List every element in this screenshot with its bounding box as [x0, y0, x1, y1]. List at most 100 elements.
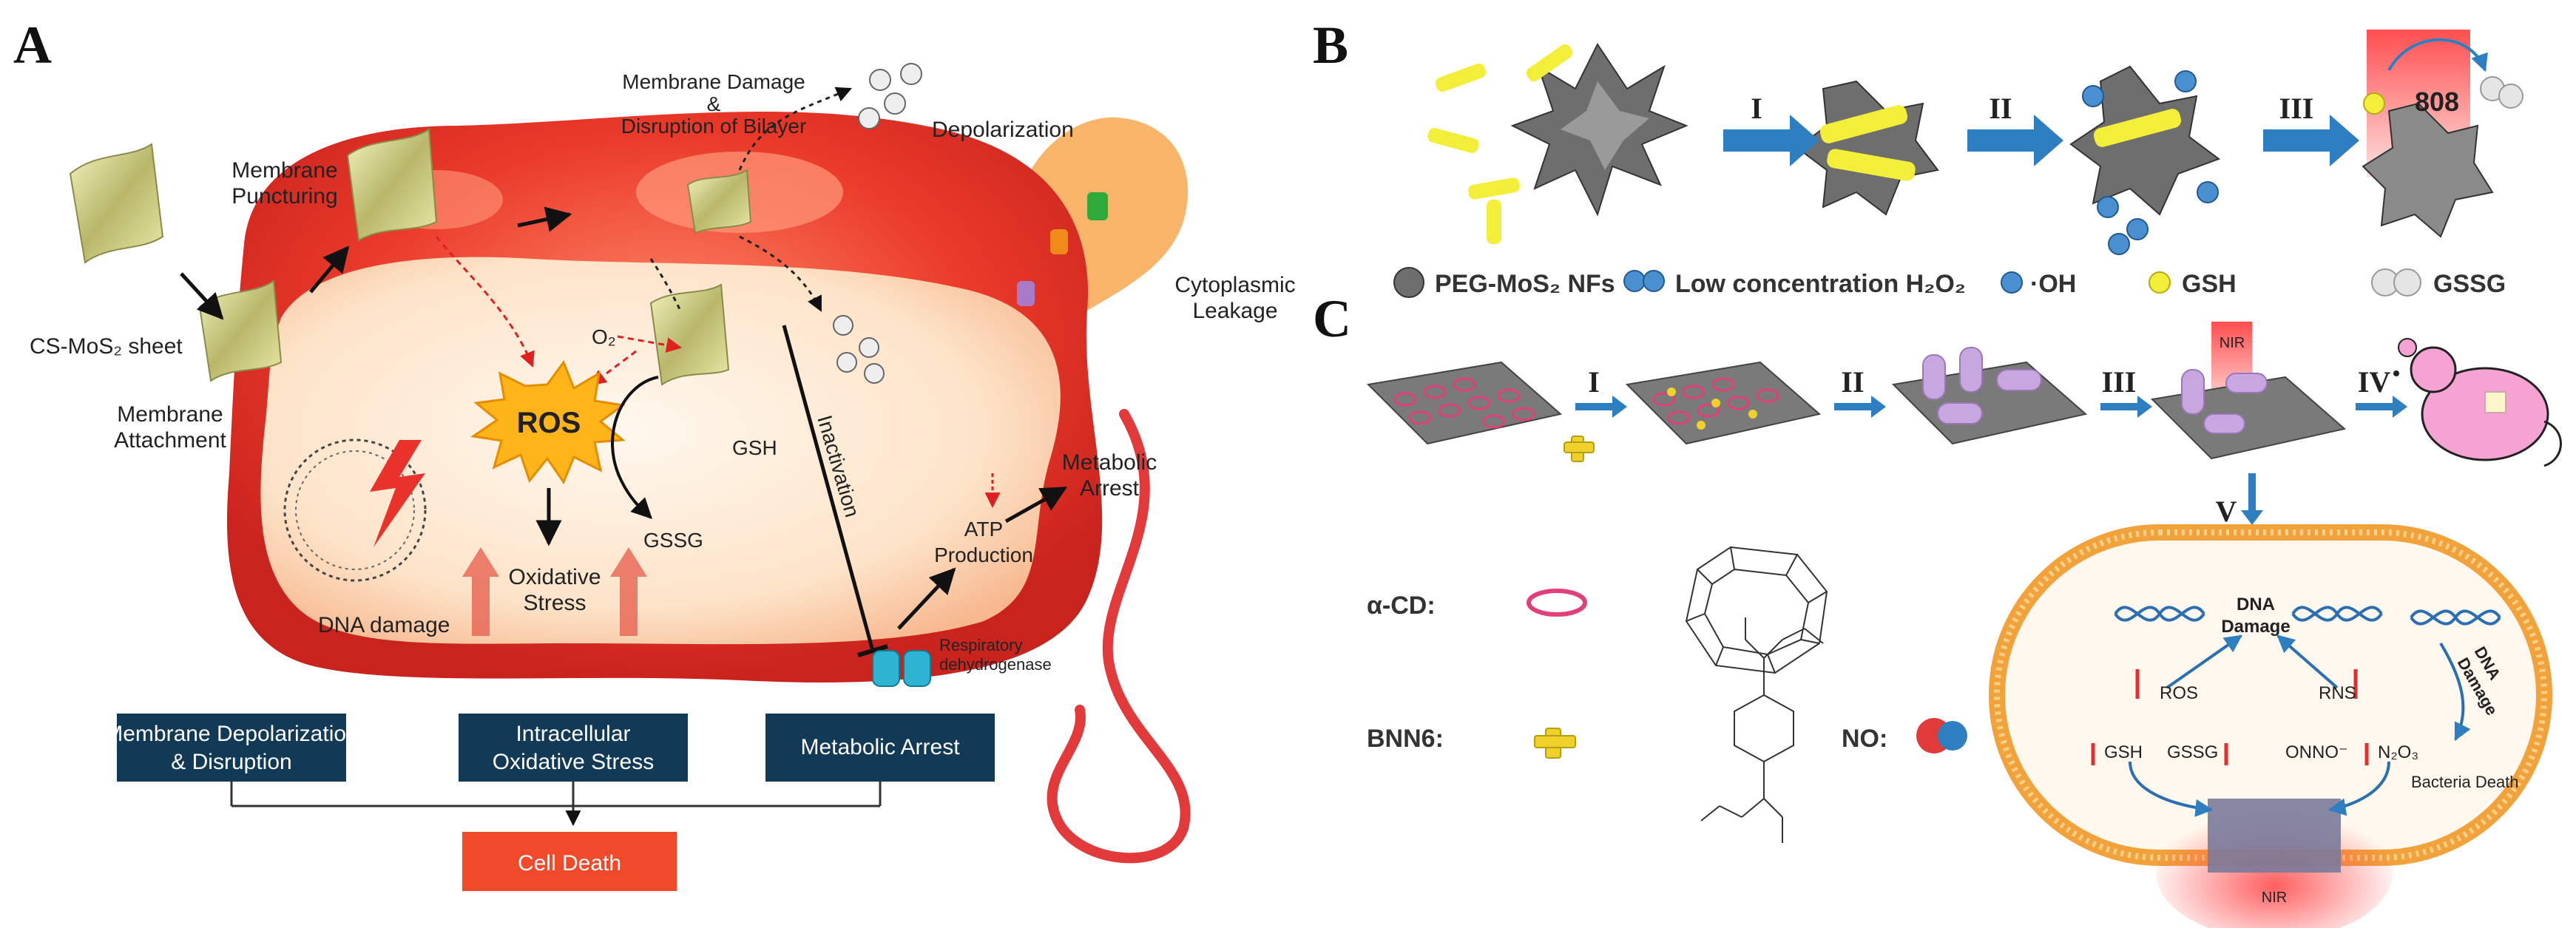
svg-text:PEG-MoS₂ NFs: PEG-MoS₂ NFs: [1435, 270, 1615, 298]
red-arrow-ros-1: [435, 236, 535, 368]
red-arrow-o2: [617, 335, 683, 353]
svg-text:ONNO⁻: ONNO⁻: [2285, 742, 2348, 762]
ions-depolarization: [858, 63, 922, 129]
arrow-damage: [517, 206, 572, 232]
legend-no: NO:: [1842, 725, 1887, 753]
svg-text:N₂O₃: N₂O₃: [2378, 742, 2418, 762]
leaked-molecules: [1017, 192, 1108, 306]
svg-text:Damage: Damage: [2221, 617, 2290, 637]
svg-text:Metabolic Arrest: Metabolic Arrest: [800, 735, 960, 759]
lightning-icon: [370, 440, 425, 547]
flagellum: [1047, 409, 1191, 864]
c-nir-label: NIR: [2220, 335, 2245, 351]
b-step-3: III: [2279, 92, 2314, 125]
outcome-box-membrane: Membrane Depolarization & Disruption: [104, 714, 359, 782]
c-sheet-1: [1366, 361, 1563, 445]
svg-text:·OH: ·OH: [2030, 270, 2076, 298]
label-gsh: GSH: [732, 436, 777, 459]
label-metabolic-arrest: Metabolic: [1062, 450, 1157, 475]
svg-text:ROS: ROS: [2160, 683, 2198, 703]
label-ros: ROS: [517, 407, 581, 439]
label-o2: O₂: [592, 325, 616, 348]
svg-text:& Disruption: & Disruption: [171, 750, 291, 774]
c-step-arrows: [1575, 396, 2407, 525]
svg-text:Disruption of Bilayer: Disruption of Bilayer: [621, 115, 807, 138]
panel-a-letter: A: [13, 16, 52, 75]
svg-text:Membrane Depolarization: Membrane Depolarization: [104, 722, 359, 746]
panel-b: B: [1313, 16, 2523, 298]
gssg-icon: [2371, 268, 2421, 297]
svg-text:&: &: [707, 92, 721, 115]
alpha-cd-icon: [1527, 589, 1587, 617]
legend-bnn6: BNN6:: [1367, 725, 1444, 753]
svg-text:GSH: GSH: [2104, 742, 2143, 762]
c-step-1: I: [1588, 365, 1600, 399]
svg-text:Puncturing: Puncturing: [231, 184, 337, 209]
label-respiratory: Respiratory: [939, 636, 1022, 654]
svg-text:Cell Death: Cell Death: [518, 851, 621, 875]
svg-text:Attachment: Attachment: [114, 428, 226, 453]
arrow-atp: [897, 567, 956, 630]
label-gssg: GSSG: [643, 529, 703, 552]
c-step-4: IV: [2358, 365, 2391, 399]
panel-c-letter: C: [1313, 289, 1351, 348]
c-sheet-2: [1625, 361, 1822, 445]
svg-text:Bacteria Death: Bacteria Death: [2411, 773, 2519, 791]
mouse-icon: [2393, 338, 2562, 467]
b-step-arrows: [1723, 115, 2359, 166]
svg-text:Low concentration H₂O₂: Low concentration H₂O₂: [1675, 270, 1966, 298]
cs-mos2-sheet-free: [69, 143, 164, 264]
ions-inside: [833, 315, 885, 384]
c-step-3: III: [2102, 365, 2137, 399]
label-depolarization: Depolarization: [932, 118, 1074, 142]
svg-text:Intracellular: Intracellular: [515, 722, 630, 746]
respiratory-dehydrogenase-icon: [872, 650, 931, 687]
c-bacterium: NIR DNA Damage DNA Damage: [1989, 524, 2552, 928]
oh-icon: [2001, 271, 2023, 294]
label-membrane-puncturing: Membrane: [231, 158, 337, 183]
bnn6-structure: [1700, 617, 1824, 843]
b-stage-3: [2069, 65, 2221, 255]
c-bacterium-nir: NIR: [2262, 890, 2287, 906]
bnn6-small-icon: [1563, 436, 1595, 462]
gsh-cycle-arrow: [611, 376, 659, 519]
svg-text:GSSG: GSSG: [2433, 270, 2506, 298]
label-membrane-damage: Membrane Damage: [622, 70, 805, 93]
svg-text:DNA: DNA: [2237, 595, 2275, 614]
outcome-connectors: [230, 782, 882, 827]
svg-text:Arrest: Arrest: [1080, 476, 1140, 501]
svg-text:GSH: GSH: [2182, 270, 2237, 298]
cs-mos2-sheet-damage: [686, 169, 752, 234]
panel-b-letter: B: [1313, 16, 1348, 75]
bacterial-cell-inner: [260, 257, 1061, 645]
svg-text:RNS: RNS: [2319, 683, 2356, 703]
outcome-box-oxidative: Intracellular Oxidative Stress: [459, 714, 688, 782]
legend-alpha-cd: α-CD:: [1367, 592, 1436, 620]
c-step-5: V: [2216, 495, 2237, 528]
gsh-icon: [2149, 271, 2171, 294]
cs-mos2-sheet-inside: [649, 283, 730, 386]
h2o2-icon: [1623, 270, 1665, 292]
arrow-attach: [180, 272, 224, 320]
c-step-2: II: [1841, 365, 1864, 399]
arrow-puncture: [309, 245, 350, 294]
b-step-2: II: [1989, 92, 2012, 125]
svg-text:Leakage: Leakage: [1192, 299, 1277, 323]
svg-text:Oxidative Stress: Oxidative Stress: [493, 750, 654, 774]
svg-text:Stress: Stress: [523, 591, 586, 615]
label-cs-mos2-sheet: CS-MoS₂ sheet: [30, 334, 183, 359]
b-stage-1-flower: [1427, 43, 1688, 244]
c-sheet-4: NIR: [2150, 322, 2347, 460]
b-stage-2: [1796, 80, 1939, 216]
svg-text:dehydrogenase: dehydrogenase: [939, 655, 1052, 674]
no-icon: [1916, 718, 1967, 753]
b-step-1: I: [1751, 92, 1762, 125]
oxidative-up-arrows: [462, 547, 647, 636]
label-oxidative-stress: Oxidative: [508, 565, 601, 589]
b-laser-label: 808: [2415, 87, 2459, 117]
ros-burst: [470, 359, 626, 485]
outcome-box-metabolic: Metabolic Arrest: [765, 714, 995, 782]
label-dna-damage: DNA damage: [318, 613, 450, 637]
arrow-metabolic: [1004, 486, 1068, 524]
